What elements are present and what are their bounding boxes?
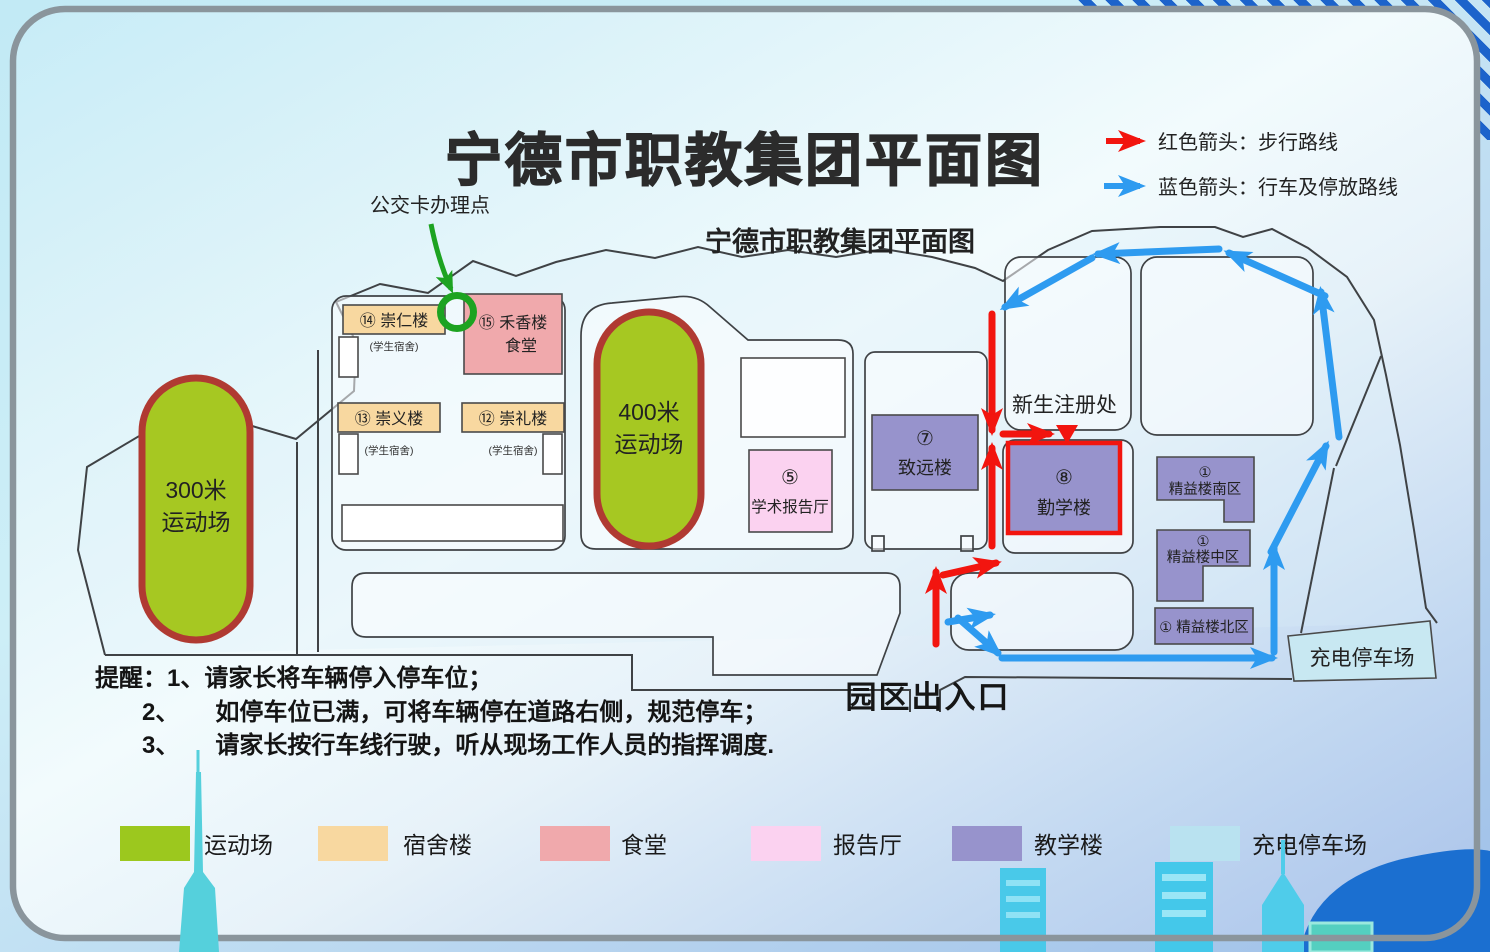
building-chongli-label: ⑫ 崇礼楼 [479, 410, 547, 428]
bottom-boundary-left [105, 654, 911, 712]
registration-label: 新生注册处 [1012, 394, 1117, 417]
skyline-building-windows [1162, 892, 1206, 899]
tab [871, 535, 885, 552]
building-chongyi-sub: (学生宿舍) [365, 444, 414, 457]
field-300m [138, 374, 254, 644]
stair-annex [338, 336, 359, 378]
drive-route-arrow [954, 614, 1003, 657]
panel-border [9, 5, 1481, 942]
legend-label-hall: 报告厅 [833, 832, 902, 858]
bus-card-circle [437, 292, 477, 332]
legend-label-teaching: 教学楼 [1034, 832, 1103, 858]
charging-parking-label: 充电停车场 [1310, 647, 1415, 670]
skyline-building-windows [1006, 912, 1040, 918]
legend-swatch-sports [120, 826, 190, 861]
stair-annex [542, 433, 563, 475]
zhiyuan-label: 致远楼 [898, 458, 952, 478]
legend-swatch-hall [751, 826, 821, 861]
reminder-line-2: 2、 如停车位已满，可将车辆停在道路右侧，规范停车； [142, 698, 767, 726]
building-chongren-label: ⑭ 崇仁楼 [360, 312, 428, 330]
field-300m-label-1: 300米 [165, 477, 226, 503]
building-jingyi-mid [1156, 529, 1251, 602]
reminder-line-3: 3、 请家长按行车线行驶，听从现场工作人员的指挥调度. [142, 731, 774, 759]
drive-route-arrow [1267, 440, 1330, 556]
jingyi-south-num: ① [1199, 465, 1212, 481]
zhiyuan-num: ⑦ [916, 428, 934, 450]
tower-silhouette [179, 772, 219, 952]
legend-swatch-canteen [540, 826, 610, 861]
building-qinxue-highlighted [1005, 440, 1123, 536]
legend-swatch-dorm [318, 826, 388, 861]
building-chongyi [337, 402, 441, 433]
tower-decoration [179, 750, 219, 952]
bus-card-label: 公交卡办理点 [370, 194, 490, 217]
field-400m [593, 308, 705, 550]
jingyi-north-label: ① 精益楼北区 [1159, 619, 1249, 636]
jingyi-mid-num: ① [1197, 534, 1210, 550]
upper-field-block-east [1140, 256, 1314, 436]
building-lecture-hall [748, 449, 833, 533]
drive-route-arrow [1223, 249, 1329, 300]
building-zhiyuan [871, 414, 979, 491]
drive-route-arrow [999, 254, 1096, 311]
building-chongyi-label: ⑬ 崇义楼 [355, 410, 423, 428]
lower-long-block [351, 572, 901, 676]
legend-label-dorm: 宿舍楼 [403, 832, 472, 858]
jingyi-mid-label: 精益楼中区 [1167, 549, 1240, 566]
route-legend-red-label: 红色箭头：步行路线 [1158, 131, 1338, 154]
drive-route-arrow [944, 607, 996, 630]
drive-route-arrow [1092, 242, 1223, 265]
route-legend-blue-label: 蓝色箭头：行车及停放路线 [1158, 176, 1398, 199]
road-line [1300, 467, 1335, 634]
bus-card-arrow [428, 223, 454, 294]
registration-marker [1056, 425, 1078, 444]
drive-route [944, 242, 1343, 669]
qinxue-label: 勤学楼 [1037, 498, 1091, 518]
legend-swatch-parking [1170, 826, 1240, 861]
field-300m-label-2: 运动场 [162, 509, 231, 535]
bottom-boundary-right [939, 675, 1293, 712]
lecture-hall-label: 学术报告厅 [751, 498, 829, 516]
drive-route-arrow [1312, 286, 1343, 441]
building-chongli [461, 402, 565, 433]
reminder-line-1: 提醒：1、请家长将车辆停入停车位； [95, 664, 492, 692]
entrance-label: 园区出入口 [846, 680, 1011, 715]
poster-title: 宁德市职教集团平面图 [445, 129, 1045, 193]
color-legend: 运动场 宿舍楼 食堂 报告厅 教学楼 充电停车场 [120, 826, 1367, 861]
field-400m-label-1: 400米 [618, 399, 679, 425]
field-400m-label-2: 运动场 [615, 431, 684, 457]
skyline-spire-house [1262, 872, 1304, 952]
skyline-building-windows [1162, 910, 1206, 917]
building-hexiang-label-1: ⑮ 禾香楼 [479, 314, 547, 332]
walk-route-arrow [939, 557, 1002, 579]
legend-label-canteen: 食堂 [621, 832, 667, 858]
building-hexiang-canteen [463, 293, 563, 375]
skyline-building-windows [1162, 874, 1206, 881]
map-subtitle: 宁德市职教集团平面图 [705, 226, 975, 257]
legend-label-parking: 充电停车场 [1252, 832, 1367, 858]
jingyi-south-label: 精益楼南区 [1169, 481, 1242, 498]
skyline-building-windows [1006, 880, 1040, 886]
walk-route [925, 310, 1055, 648]
tab [960, 535, 974, 552]
legend-label-sports: 运动场 [204, 832, 273, 858]
qinxue-num: ⑧ [1055, 467, 1073, 489]
skyline-building-windows [1006, 896, 1040, 902]
building-jingyi-south [1156, 456, 1255, 523]
building-hexiang-label-2: 食堂 [505, 337, 537, 355]
charging-parking-area [1287, 620, 1437, 682]
building-chongli-sub: (学生宿舍) [489, 444, 538, 457]
road-line [1335, 355, 1382, 467]
building-jingyi-north [1154, 607, 1254, 645]
unlabeled-building [740, 357, 846, 438]
long-annex [341, 504, 564, 542]
stair-annex [338, 433, 359, 475]
legend-swatch-teaching [952, 826, 1022, 861]
building-chongren-sub: (学生宿舍) [370, 340, 419, 353]
lecture-hall-num: ⑤ [781, 467, 799, 489]
